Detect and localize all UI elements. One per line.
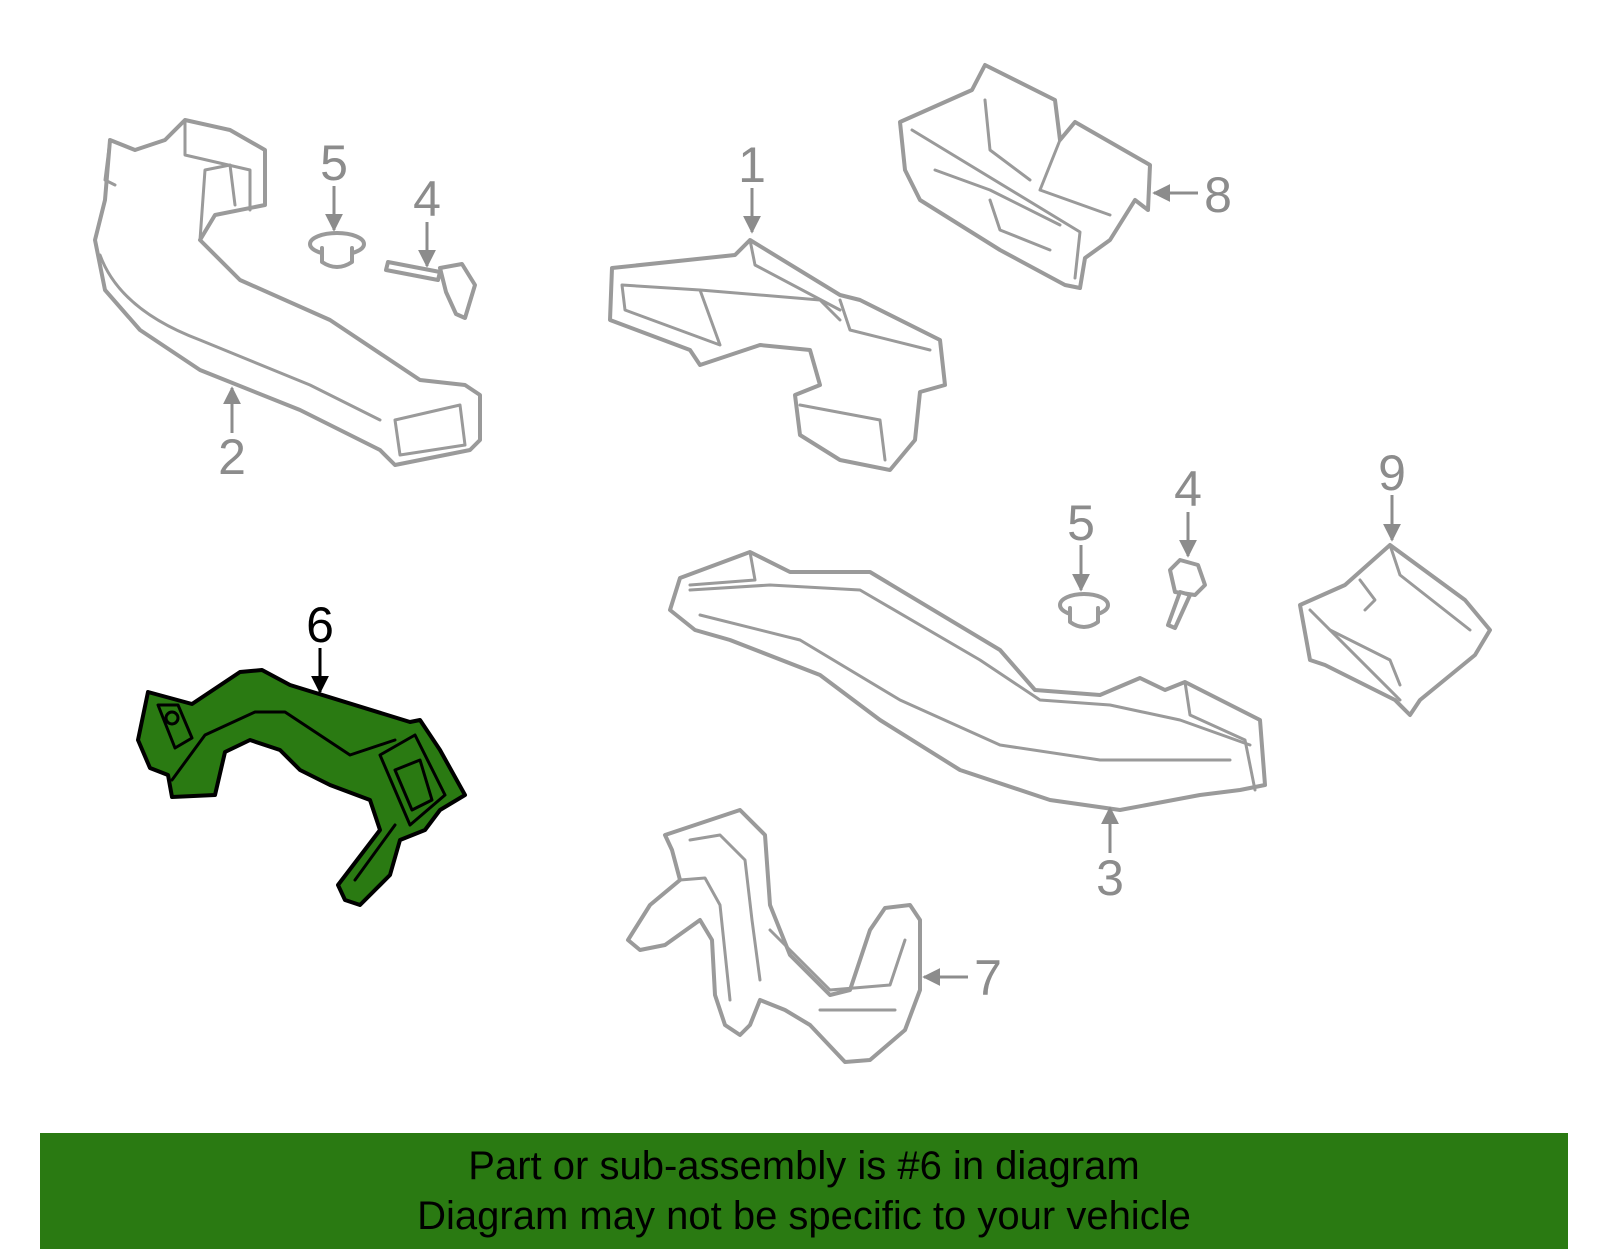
- banner-line-2: Diagram may not be specific to your vehi…: [417, 1194, 1191, 1238]
- part-4-pin-lower[interactable]: [1166, 558, 1207, 630]
- banner-line-1: Part or sub-assembly is #6 in diagram: [468, 1144, 1140, 1188]
- callout-5-lower: 5: [1067, 495, 1095, 551]
- callout-4-upper: 4: [413, 171, 441, 227]
- info-banner: Part or sub-assembly is #6 in diagram Di…: [40, 1133, 1568, 1249]
- part-8-vent[interactable]: [898, 63, 1152, 290]
- part-1-duct[interactable]: [608, 238, 947, 472]
- part-5-grommet-upper[interactable]: [308, 231, 366, 269]
- part-4-screw-upper[interactable]: [384, 260, 477, 320]
- callout-3: 3: [1096, 850, 1124, 906]
- part-6-duct-highlighted[interactable]: [136, 668, 467, 907]
- callout-4-lower: 4: [1174, 461, 1202, 517]
- part-7-duct[interactable]: [626, 808, 922, 1064]
- callout-2: 2: [218, 429, 246, 485]
- callout-5-upper: 5: [320, 135, 348, 191]
- part-9-vent[interactable]: [1298, 543, 1492, 717]
- part-5-grommet-lower[interactable]: [1058, 592, 1110, 629]
- callout-6: 6: [306, 597, 334, 653]
- callout-9: 9: [1378, 445, 1406, 501]
- part-3-duct[interactable]: [668, 550, 1267, 812]
- callout-7: 7: [974, 950, 1002, 1006]
- callout-8: 8: [1204, 167, 1232, 223]
- callout-1: 1: [738, 137, 766, 193]
- part-2-duct[interactable]: [93, 118, 482, 467]
